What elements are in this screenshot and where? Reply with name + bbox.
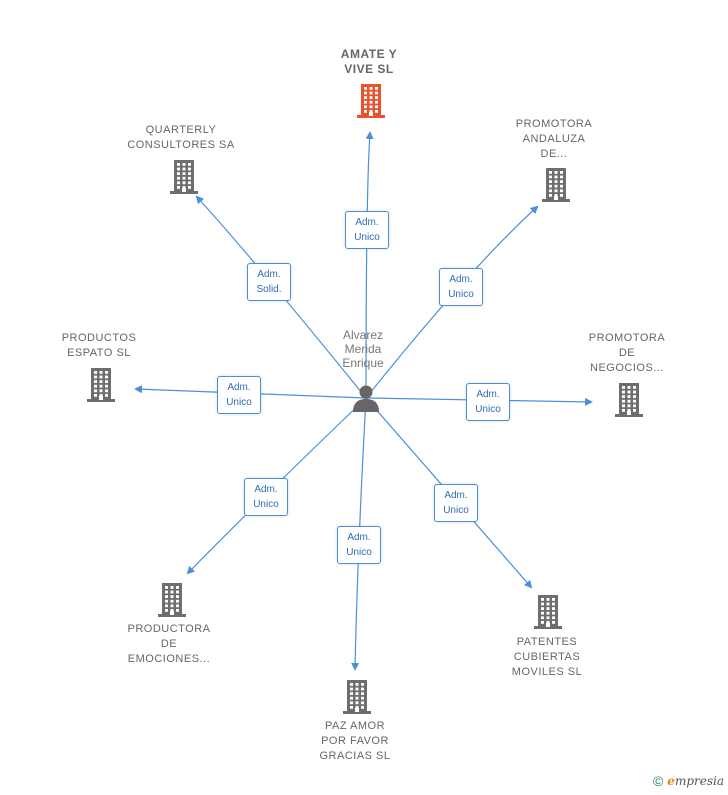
relation-badge-text: Adm. xyxy=(347,532,371,543)
company-label[interactable]: PROMOTORA DE NEGOCIOS... xyxy=(557,331,697,376)
relation-badge[interactable]: Adm. Unico xyxy=(217,376,261,414)
relation-badge-text: Solid. xyxy=(256,284,282,295)
relation-badge[interactable]: Adm. Unico xyxy=(244,478,288,516)
relation-badge[interactable]: Adm. Unico xyxy=(466,383,510,421)
company-label-line: NEGOCIOS... xyxy=(590,362,664,374)
company-label-line: PATENTES xyxy=(516,636,578,648)
relation-badge-text: Unico xyxy=(448,289,474,300)
relation-badge[interactable]: Adm. Unico xyxy=(434,484,478,522)
company-label-line: GRACIAS SL xyxy=(319,750,391,762)
relation-badge-text: Adm. xyxy=(355,217,379,228)
relation-badge-text: Adm. xyxy=(444,490,468,501)
person-icon[interactable] xyxy=(351,383,381,413)
company-building-icon[interactable] xyxy=(613,382,645,418)
company-label[interactable]: PROMOTORA ANDALUZA DE... xyxy=(484,117,624,162)
company-label-line: AMATE Y xyxy=(340,47,398,61)
copyright-icon: © xyxy=(652,773,664,789)
company-building-icon[interactable] xyxy=(355,83,387,119)
company-building-icon[interactable] xyxy=(532,594,564,630)
relation-badge-text: Adm. xyxy=(257,269,281,280)
company-building-icon[interactable] xyxy=(156,582,188,618)
company-label-line: PAZ AMOR xyxy=(324,720,386,732)
company-label[interactable]: QUARTERLY CONSULTORES SA xyxy=(111,123,251,153)
relation-badge-text: Adm. xyxy=(227,382,251,393)
company-label-line: VIVE SL xyxy=(344,62,394,76)
company-label-line: PROMOTORA xyxy=(515,118,593,130)
person-name-label: Alvarez Merida Enrique xyxy=(318,328,408,370)
relation-badge-text: Unico xyxy=(226,397,252,408)
person-name-line: Alvarez xyxy=(342,328,383,342)
brand-logo[interactable]: empresia xyxy=(667,774,724,788)
company-label-line: ANDALUZA xyxy=(522,133,586,145)
relation-badge[interactable]: Adm. Unico xyxy=(345,211,389,249)
company-label-line: DE... xyxy=(540,148,568,160)
company-label-line: QUARTERLY xyxy=(145,124,217,136)
relation-badge-text: Unico xyxy=(354,232,380,243)
relation-badge[interactable]: Adm. Unico xyxy=(439,268,483,306)
company-label[interactable]: PATENTES CUBIERTAS MOVILES SL xyxy=(477,635,617,680)
relation-badge-text: Adm. xyxy=(254,484,278,495)
company-label-line: PRODUCTORA xyxy=(127,623,211,635)
company-building-icon[interactable] xyxy=(341,679,373,715)
company-label-line: ESPATO SL xyxy=(67,347,131,359)
company-label[interactable]: PAZ AMOR POR FAVOR GRACIAS SL xyxy=(285,719,425,764)
company-label[interactable]: PRODUCTOS ESPATO SL xyxy=(29,331,169,361)
company-label-line: DE xyxy=(160,638,178,650)
relation-badge-text: Unico xyxy=(346,547,372,558)
relation-badge-text: Adm. xyxy=(449,274,473,285)
relation-badge-text: Unico xyxy=(443,505,469,516)
company-building-icon[interactable] xyxy=(85,367,117,403)
company-label-line: PRODUCTOS xyxy=(61,332,137,344)
relation-badge-text: Unico xyxy=(475,404,501,415)
person-name-line: Merida xyxy=(344,342,382,356)
person-name-line: Enrique xyxy=(342,356,384,370)
company-building-icon[interactable] xyxy=(540,167,572,203)
relation-badge[interactable]: Adm. Unico xyxy=(337,526,381,564)
company-label-line: EMOCIONES... xyxy=(127,653,211,665)
relation-badge-text: Adm. xyxy=(476,389,500,400)
company-label-line: POR FAVOR xyxy=(321,735,389,747)
copyright: © empresia xyxy=(653,773,724,789)
company-building-icon[interactable] xyxy=(168,159,200,195)
company-label-line: CONSULTORES SA xyxy=(127,139,235,151)
company-label-line: PROMOTORA xyxy=(588,332,666,344)
company-label-line: CUBIERTAS xyxy=(513,651,581,663)
company-label-line: DE xyxy=(618,347,636,359)
company-label[interactable]: PRODUCTORA DE EMOCIONES... xyxy=(99,622,239,667)
company-label-line: MOVILES SL xyxy=(511,666,583,678)
relation-badge[interactable]: Adm. Solid. xyxy=(247,263,291,301)
relation-badge-text: Unico xyxy=(253,499,279,510)
